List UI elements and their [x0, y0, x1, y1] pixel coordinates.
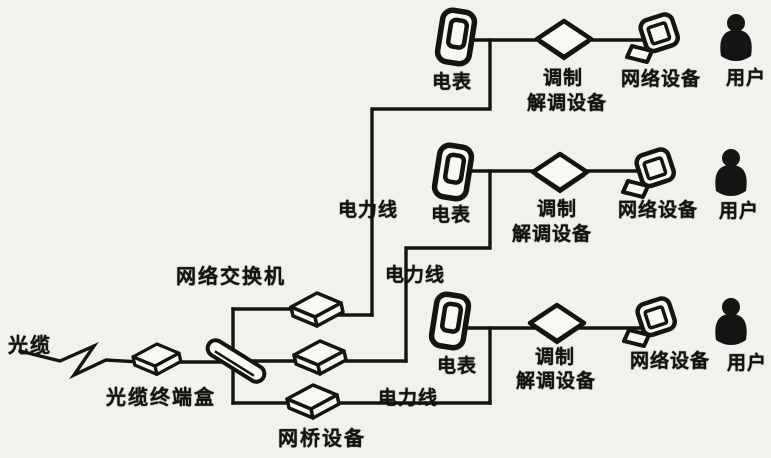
user-icon [715, 298, 747, 345]
bridge-box-icon [292, 339, 348, 376]
computer-icon [627, 12, 680, 62]
network-device-label: 网络设备 [620, 68, 702, 90]
modem-icon [537, 21, 591, 59]
bridge-box-icon [289, 291, 345, 328]
modem-label-bottom: 解调设备 [511, 223, 593, 245]
modem-icon [533, 154, 587, 192]
meter-label: 电表 [430, 204, 472, 226]
user-label: 用户 [725, 67, 767, 89]
meter-label: 电表 [436, 355, 478, 377]
computer-icon [624, 296, 677, 346]
power-line-riser-2 [404, 169, 492, 363]
user-icon [720, 14, 752, 61]
user-icon [715, 149, 747, 196]
user-label: 用户 [726, 352, 768, 374]
power-line-riser-1 [370, 38, 492, 317]
meter-icon [433, 144, 473, 200]
bridge-label: 网桥设备 [278, 426, 366, 450]
modem-label-top: 调制 [534, 346, 576, 368]
modem-label-bottom: 解调设备 [526, 92, 608, 114]
meter-icon [430, 293, 470, 349]
power-line-label: 电力线 [377, 387, 439, 409]
network-device-label: 网络设备 [629, 350, 711, 372]
fiber-cable-label: 光缆 [8, 333, 52, 357]
terminal-box-label: 光缆终端盒 [106, 385, 216, 409]
fiber-cable-zigzag-line [17, 342, 142, 380]
bridge-box-icon [285, 383, 341, 420]
modem-label-bottom: 解调设备 [515, 370, 597, 392]
user-label: 用户 [718, 200, 760, 222]
meter-icon [436, 9, 476, 65]
network-device-label: 网络设备 [617, 199, 699, 221]
switch-label: 网络交换机 [176, 264, 286, 288]
power-line-label: 电力线 [337, 199, 399, 221]
modem-label-top: 调制 [542, 67, 584, 89]
modem-icon [530, 305, 584, 343]
power-line-label: 电力线 [384, 264, 446, 286]
modem-label-top: 调制 [536, 198, 578, 220]
terminal-box-icon [131, 342, 183, 376]
meter-label: 电表 [431, 71, 473, 93]
